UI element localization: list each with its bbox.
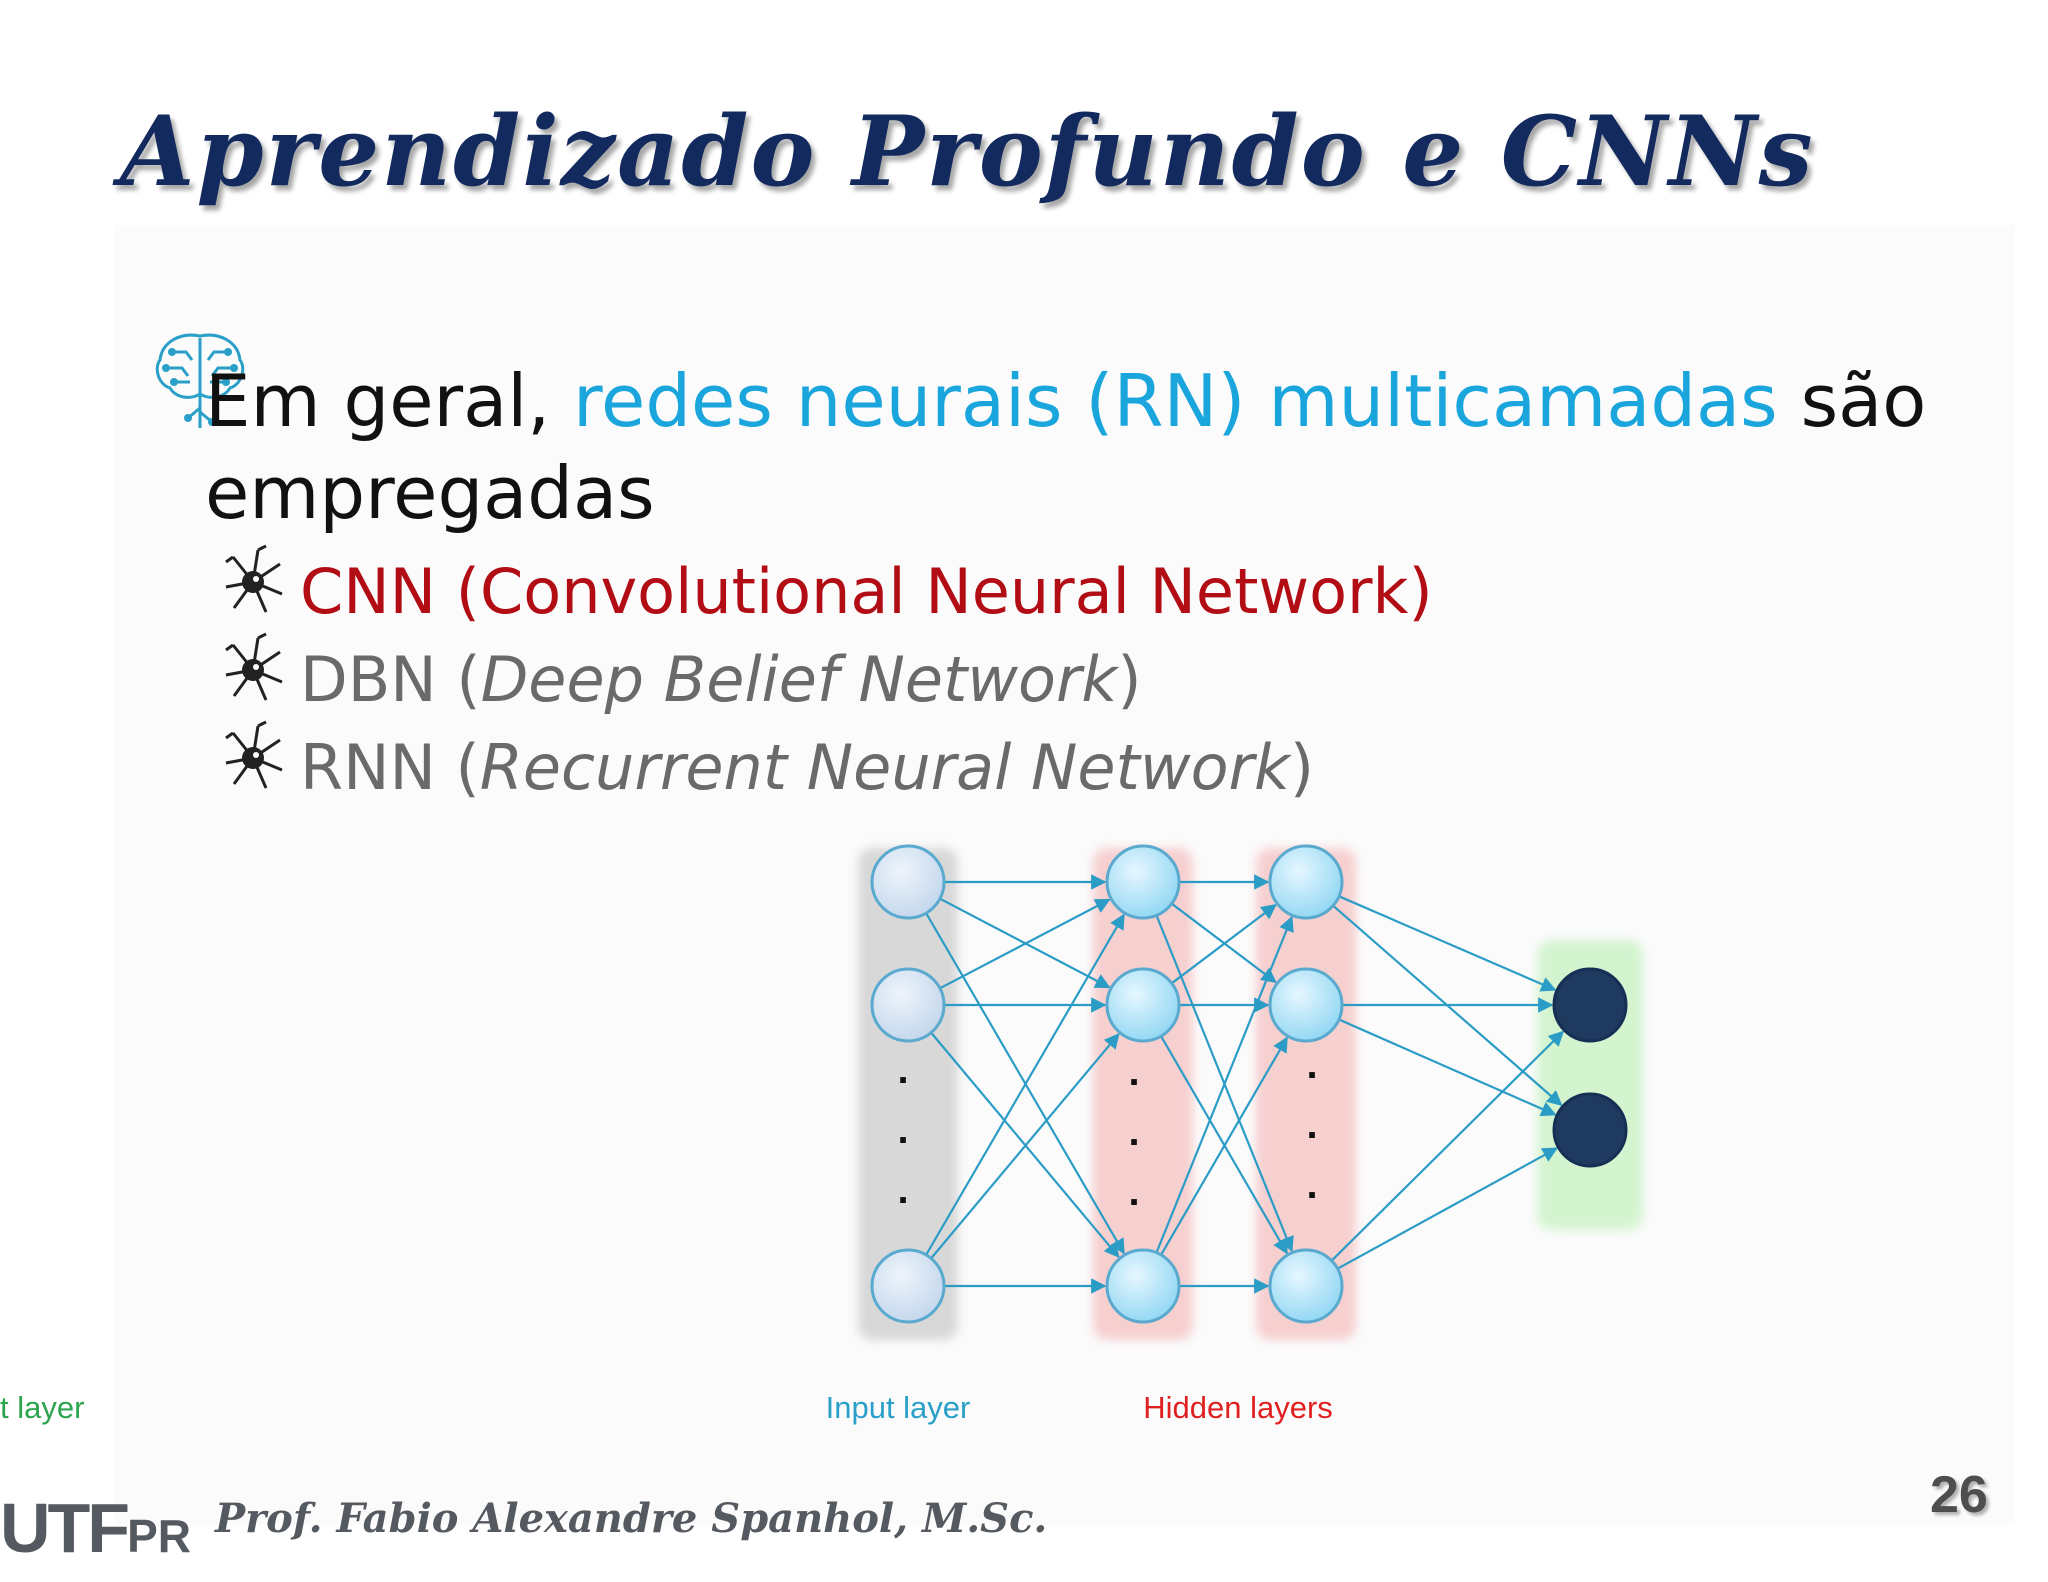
main-bullet: Em geral, redes neurais (RN) multicamada… [205,355,2025,539]
bullet-suffix: são empregadas [205,359,1927,535]
rnn-close: ) [1289,731,1315,804]
slide-title: Aprendizado Profundo e CNNs [120,95,1815,208]
edge [1330,1030,1565,1262]
logo-main: UTF [0,1489,130,1567]
neuron-node [1268,844,1344,920]
ellipsis-dot: . [897,1048,908,1092]
neuron-node [1105,967,1181,1043]
dbn-close: ) [1117,643,1142,716]
layer-band [858,848,958,1340]
layer-label: Output layer [0,1390,84,1425]
edge [1337,1147,1559,1270]
neuron-node [1268,967,1344,1043]
edge [1338,895,1557,992]
footer-author: Prof. Fabio Alexandre Spanhol, M.Sc. [215,1495,1048,1542]
neuron-node [1552,1092,1628,1168]
network-nodes [870,844,1628,1324]
layer-bands [858,848,1643,1340]
layer-label: Hidden layers [1143,1390,1333,1425]
rnn-open: ( [435,731,480,804]
layer-band [1256,848,1356,1340]
neuron-node [870,844,946,920]
neuron-node [1105,1248,1181,1324]
ellipsis-dot: . [897,1168,908,1212]
edge [930,1032,1120,1260]
content-background [115,225,2015,1525]
sub-bullet-rnn: RNN (Recurrent Neural Network) [300,731,1314,804]
ellipsis-dot: . [897,1108,908,1152]
cnn-name: Convolutional Neural Network [479,555,1409,628]
layer-labels: Input layer Hidden layers Output layer [0,1390,1333,1425]
rnn-name: Recurrent Neural Network [479,731,1290,804]
cnn-open: ( [436,555,480,628]
rnn-abbr: RNN [300,731,436,804]
dbn-name: Deep Belief Network [480,643,1118,716]
neuron-node [1552,967,1628,1043]
neuron-node [1268,1248,1344,1324]
edge [1155,915,1294,1254]
ellipsis-dot: . [1128,1050,1139,1094]
page-number: 26 [1930,1466,1988,1524]
edge [925,913,1125,1256]
neuron-icon [225,720,283,789]
dbn-abbr: DBN [300,643,437,716]
ellipsis-dot: . [1306,1163,1317,1207]
neuron-icon [225,544,283,613]
network-edges [925,874,1565,1294]
ellipsis-dot: . [1306,1103,1317,1147]
neuron-node [1105,844,1181,920]
brain-circuit-icon [155,333,245,428]
ellipsis-dots: ......... [897,1043,1317,1214]
edge [939,898,1111,990]
edge [1171,903,1277,985]
edge [1160,1036,1288,1256]
sub-bullet-cnn: CNN (Convolutional Neural Network) [300,555,1433,628]
bullet-prefix: Em geral, [205,359,574,443]
layer-label: Input layer [826,1390,971,1425]
dbn-open: ( [436,643,481,716]
ellipsis-dot: . [1128,1170,1139,1214]
ellipsis-dot: . [1128,1110,1139,1154]
ellipsis-dot: . [1306,1043,1317,1087]
layer-band [1093,848,1193,1340]
edge [1338,1018,1557,1117]
neuron-node [870,1248,946,1324]
cnn-close: ) [1408,555,1433,628]
bullet-highlight: redes neurais (RN) multicamadas [573,359,1778,443]
neuron-node [870,967,946,1043]
utfpr-logo: UTFPR [0,1488,191,1568]
logo-suffix: PR [127,1510,191,1562]
cnn-abbr: CNN [300,555,437,628]
neuron-icon [225,632,283,701]
sub-bullet-dbn: DBN (Deep Belief Network) [300,643,1142,716]
